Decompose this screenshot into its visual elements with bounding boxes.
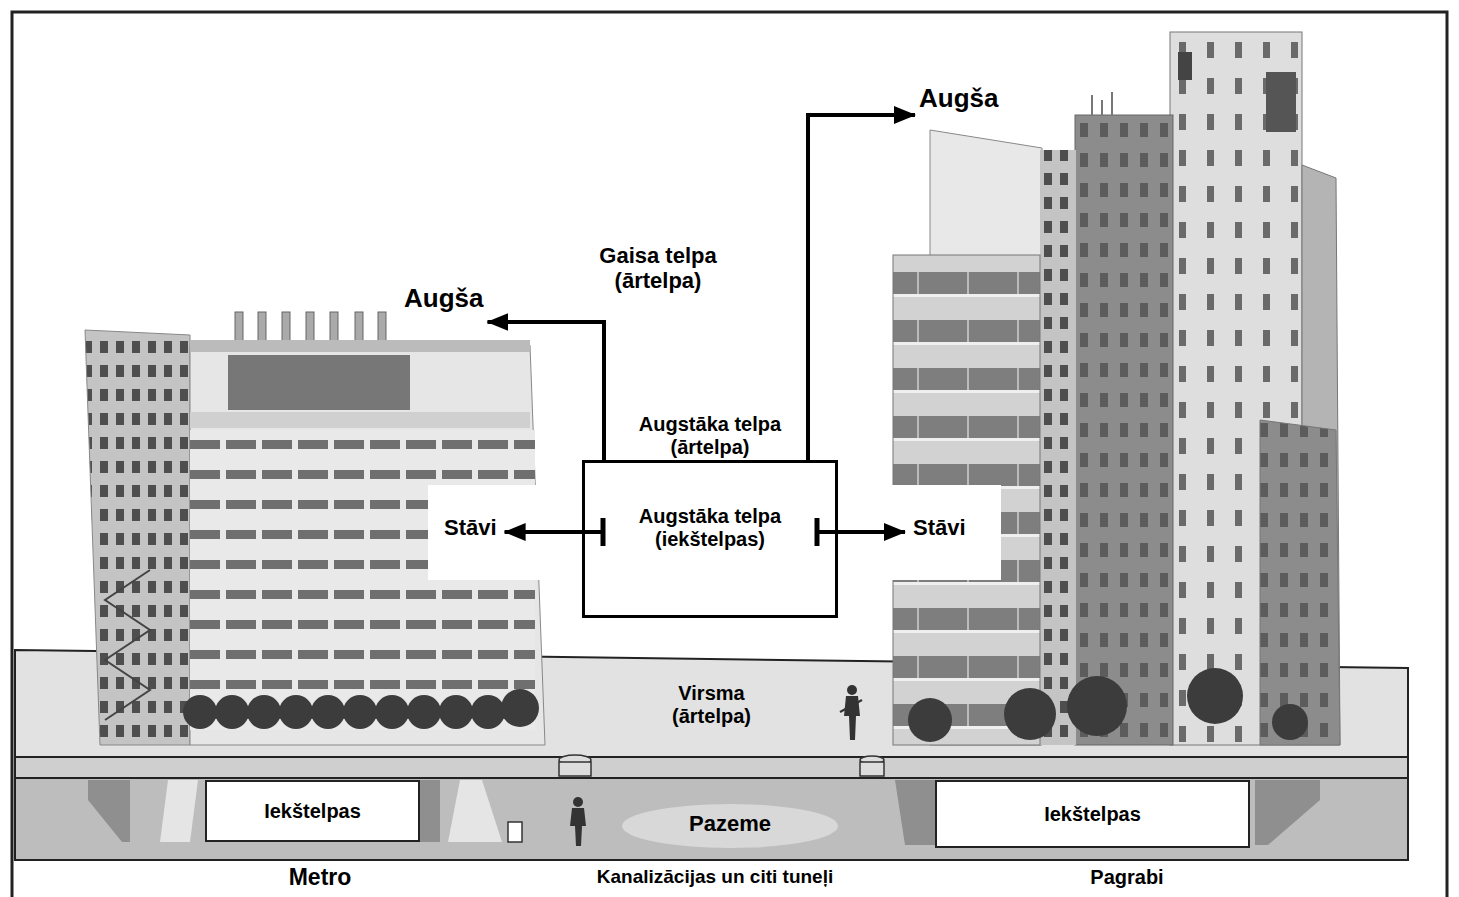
tree <box>183 695 217 729</box>
tree <box>1004 688 1056 740</box>
building-wing <box>85 330 190 745</box>
rifle <box>840 700 862 712</box>
connector-arrow <box>487 322 604 460</box>
level-label: Kanalizācijas un citi tuneļi <box>495 866 935 888</box>
antenna <box>1092 92 1112 115</box>
surface-band: Virsma (ārtelpa) <box>15 652 1408 757</box>
connector-arrow <box>505 530 582 534</box>
stairway <box>105 570 150 720</box>
node-text: Stāvi <box>444 515 497 540</box>
indoor-box: Iekštelpas <box>205 780 420 842</box>
level-label: Pagrabi <box>1027 866 1227 889</box>
dark-column <box>1075 115 1173 745</box>
tree <box>1187 668 1243 724</box>
frame <box>12 12 1447 897</box>
underground-ground <box>15 778 1408 860</box>
label-holder: Metro <box>220 864 420 890</box>
underground-wall <box>420 780 440 842</box>
node-text: Augša <box>919 84 998 114</box>
floors-target: Stāvi <box>436 512 505 543</box>
node-text: Stāvi <box>913 515 966 540</box>
node-text: Augstāka telpa (ārtelpa) <box>620 413 800 459</box>
window-column <box>1040 150 1076 745</box>
tree <box>343 695 377 729</box>
tree <box>501 689 539 727</box>
direction-target: Augša <box>400 284 487 328</box>
indoor-box: Iekštelpas <box>935 780 1250 848</box>
node-text: Iekštelpas <box>1044 803 1141 826</box>
tree <box>311 695 345 729</box>
tree <box>247 695 281 729</box>
arrow-tail <box>582 530 603 534</box>
facade-strip <box>190 412 530 428</box>
level-label: Metro <box>220 864 420 890</box>
connectors <box>487 115 915 532</box>
tower-opening <box>1178 52 1192 80</box>
tree <box>1272 704 1308 740</box>
tower-lower <box>1260 420 1340 745</box>
tunnel-step <box>508 822 522 842</box>
node-text: Augša <box>404 284 483 314</box>
space-box: Augstāka telpa (ārtelpa)Augstāka telpa (… <box>582 460 838 618</box>
direction-target: Augša <box>915 84 1002 124</box>
ground-slab <box>15 757 1408 778</box>
tree <box>375 695 409 729</box>
connector-arrow <box>838 530 905 534</box>
tree <box>407 695 441 729</box>
space-label: Gaisa telpa (ārtelpa) <box>578 243 738 294</box>
node-subtext: Augstāka telpa (iekštelpas) <box>620 505 800 551</box>
tree <box>908 698 952 742</box>
tree <box>471 695 505 729</box>
underground-wall <box>895 780 935 845</box>
tree <box>439 695 473 729</box>
tree <box>1067 676 1127 736</box>
arrow-tail <box>817 530 838 534</box>
node-text: Pazeme <box>630 811 830 836</box>
label-patch <box>428 485 584 580</box>
tower-opening <box>1266 72 1296 132</box>
roof-panel <box>228 355 410 410</box>
light-beam <box>160 780 198 842</box>
light-beam <box>448 780 502 842</box>
room-fill <box>582 460 838 618</box>
soldier-head <box>573 797 583 807</box>
label-holder: Pagrabi <box>1027 866 1227 889</box>
underground-wall <box>88 780 130 842</box>
soldier-body <box>570 808 586 846</box>
tunnel-light <box>622 804 838 848</box>
connector-arrow <box>808 115 915 460</box>
manhole-shaft <box>860 762 884 776</box>
label-holder: Kanalizācijas un citi tuneļi <box>495 866 935 888</box>
underground-wall <box>1255 780 1320 845</box>
soldier-head <box>847 685 857 695</box>
tree <box>279 695 313 729</box>
label-holder: Gaisa telpa (ārtelpa) <box>578 243 738 294</box>
roof-edge <box>190 340 530 352</box>
manhole-shaft <box>559 762 591 776</box>
floors-target: Stāvi <box>905 512 974 543</box>
underground-band: Pazeme Iekštelpas Iekštelpas <box>15 778 1408 860</box>
label-patch <box>891 485 1001 580</box>
node-text: Virsma (ārtelpa) <box>647 682 777 728</box>
tree <box>215 695 249 729</box>
node-text: Iekštelpas <box>264 800 361 823</box>
